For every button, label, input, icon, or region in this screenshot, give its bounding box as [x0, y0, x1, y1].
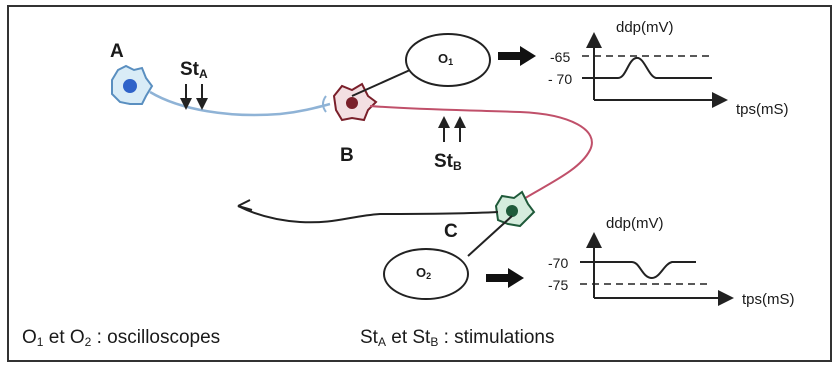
stim-b-arrows — [438, 116, 466, 142]
neuron-a-label: A — [110, 41, 124, 62]
oscilloscope-o2-label: O2 — [416, 265, 432, 281]
block-arrow-1 — [498, 46, 536, 66]
neuron-c-nucleus — [506, 205, 518, 217]
neuron-b-label: B — [340, 145, 354, 166]
electrode-o2 — [467, 215, 513, 257]
neuron-a-nucleus — [123, 79, 137, 93]
neuron-c — [494, 190, 536, 228]
oscilloscope-o1 — [405, 33, 491, 87]
oscilloscope-o2 — [383, 248, 469, 300]
graph2-x-label: tps(mS) — [742, 291, 795, 308]
stim-a-arrows — [180, 84, 208, 110]
graph-2 — [580, 232, 734, 306]
graph1-trace — [582, 56, 712, 79]
graph2-tick-70: -70 — [548, 255, 569, 271]
graph2-y-label: ddp(mV) — [606, 215, 664, 232]
neuron-b-nucleus — [346, 97, 358, 109]
legend-oscilloscopes: O1 et O2 : oscilloscopes — [22, 327, 221, 349]
graph1-y-label: ddp(mV) — [616, 19, 674, 36]
neuron-b — [332, 82, 378, 122]
axon-b — [369, 105, 593, 201]
electrode-o1 — [351, 69, 411, 97]
axon-a — [149, 90, 331, 117]
axon-c — [237, 205, 499, 224]
block-arrow-2 — [486, 268, 524, 288]
graph1-tick-70: - 70 — [548, 71, 573, 87]
graph2-trace — [580, 261, 696, 280]
neuron-c-label: C — [444, 221, 458, 242]
graph2-tick-75: -75 — [548, 277, 569, 293]
synapse-ab — [322, 95, 327, 113]
graph1-x-label: tps(mS) — [736, 101, 789, 118]
diagram-border — [7, 5, 832, 362]
oscilloscope-o1-label: O1 — [438, 51, 454, 67]
graph-1 — [582, 32, 728, 108]
legend-stimulations: StA et StB : stimulations — [360, 327, 555, 349]
graph1-tick-65: -65 — [550, 49, 571, 65]
stim-b-label: StB — [434, 151, 462, 173]
neuron-a — [111, 64, 154, 105]
stim-a-label: StA — [180, 59, 208, 81]
